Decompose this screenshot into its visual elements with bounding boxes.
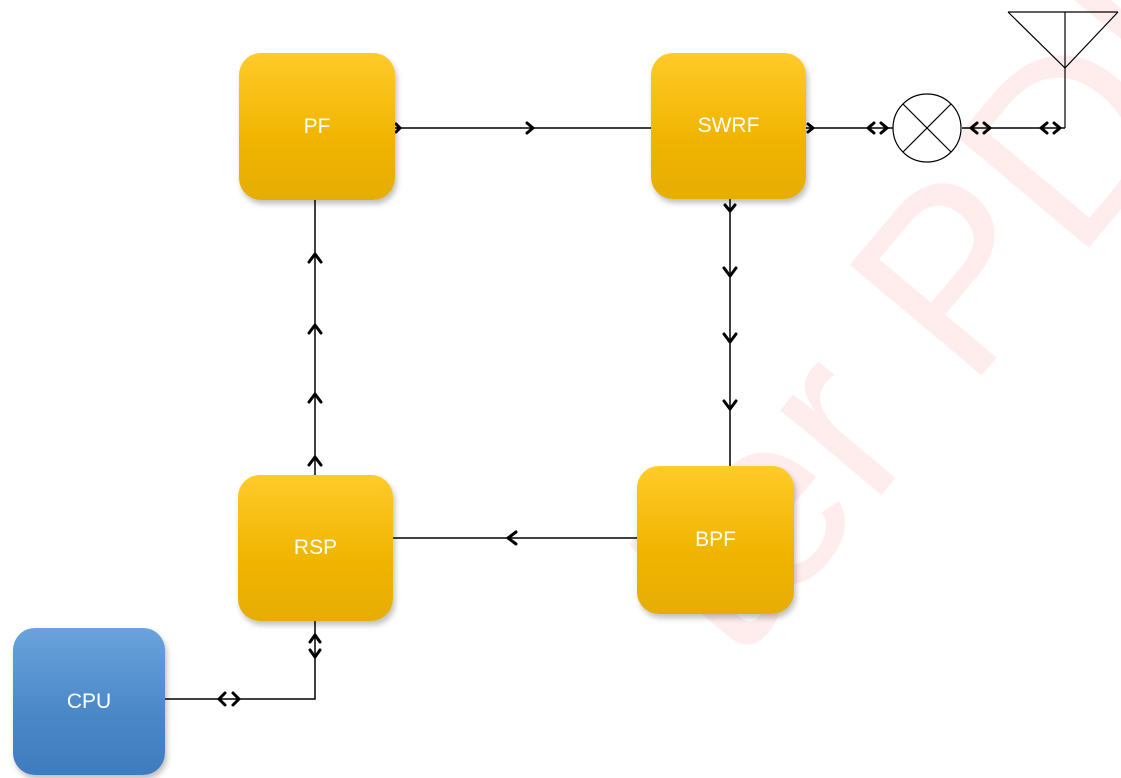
arrow-up [307, 455, 323, 467]
arrow-right [394, 122, 402, 134]
line-rsp-cpu [165, 621, 316, 700]
arrow-down [722, 332, 738, 344]
arrow-left [217, 691, 227, 707]
cpu-block: CPU [13, 628, 165, 775]
arrow-up [307, 392, 323, 404]
swrf-block: SWRF [651, 53, 806, 199]
rsp-block: RSP [238, 475, 393, 621]
arrow-left [1039, 121, 1049, 135]
arrow-down [308, 648, 322, 659]
arrow-right [806, 122, 815, 134]
arrow-right [1052, 121, 1062, 135]
arrow-right [231, 691, 241, 707]
arrow-up [308, 633, 322, 644]
arrow-left [969, 121, 979, 135]
arrow-left [866, 121, 876, 135]
mixer-icon [892, 93, 962, 163]
pf-block: PF [239, 53, 395, 200]
arrowheads [217, 121, 1062, 707]
connection-lines [165, 127, 1065, 700]
bpf-block: BPF [637, 466, 794, 614]
arrow-right [982, 121, 992, 135]
arrow-right [525, 121, 535, 135]
arrow-up [307, 323, 323, 335]
arrow-down [722, 399, 738, 411]
arrow-down [722, 266, 738, 278]
arrow-down [723, 203, 737, 213]
arrow-right [879, 121, 889, 135]
antenna-icon [1007, 11, 1119, 128]
arrow-left [506, 530, 518, 546]
arrow-up [307, 252, 323, 264]
